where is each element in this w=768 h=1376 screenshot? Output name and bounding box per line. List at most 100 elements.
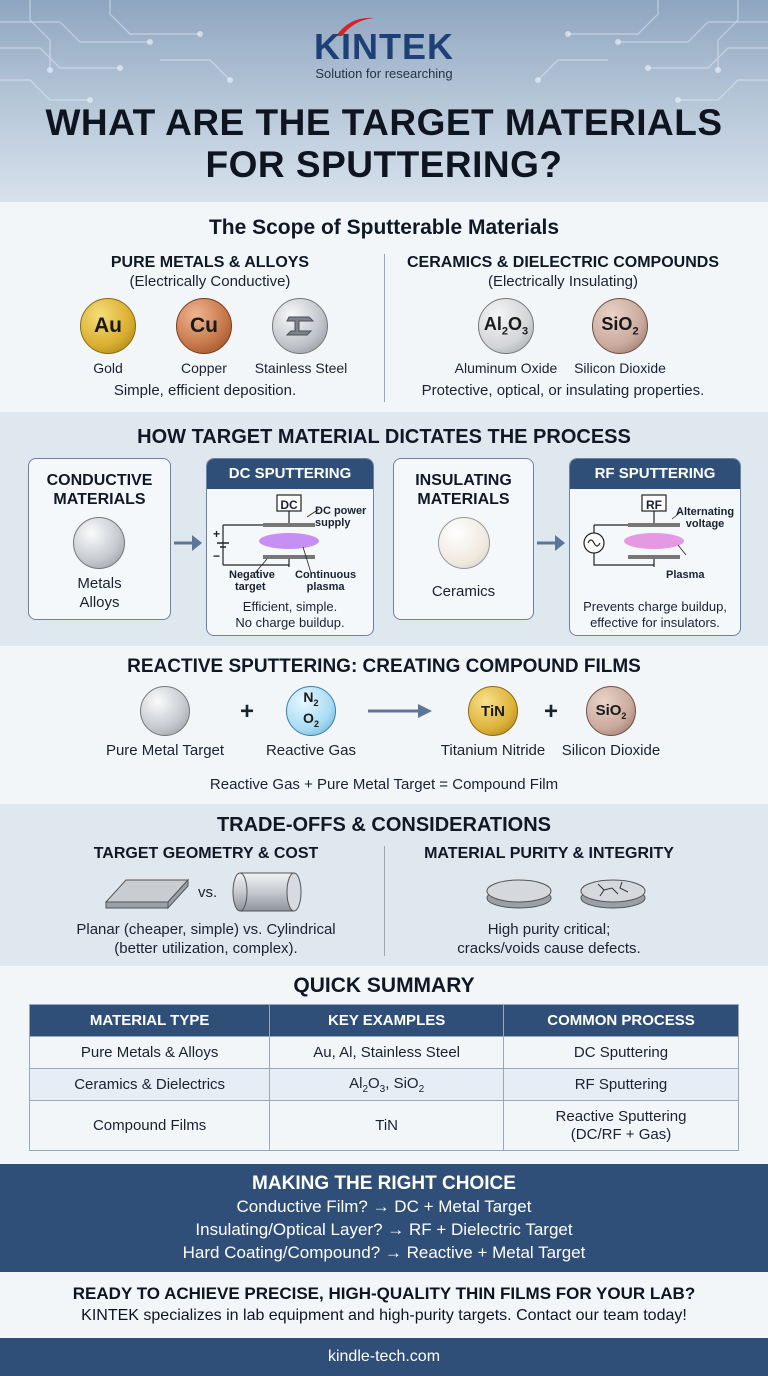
plus-sign: + — [543, 698, 558, 725]
silicon-dioxide-icon: SiO2 — [586, 686, 636, 736]
rf-sputtering-diagram — [583, 494, 687, 567]
table-cell: DC Sputtering — [503, 1036, 739, 1069]
titanium-nitride-label: Titanium Nitride — [440, 742, 546, 759]
page-title-line2: FOR SPUTTERING? — [205, 144, 563, 185]
silicon-dioxide-label: Silicon Dioxide — [561, 742, 661, 759]
scope-section: The Scope of Sputterable Materials PURE … — [0, 202, 768, 412]
table-cell: Pure Metals & Alloys — [28, 1036, 271, 1069]
silicon-dioxide-icon: SiO2 — [592, 298, 648, 354]
geometry-note: Planar (cheaper, simple) vs. Cylindrical… — [76, 921, 336, 957]
pure-disc-target-icon — [486, 879, 552, 909]
dc-sputtering-diagram — [217, 494, 320, 574]
reactive-title: REACTIVE SPUTTERING: CREATING COMPOUND F… — [127, 656, 641, 677]
dc-sputtering-heading: DC SPUTTERING — [207, 459, 373, 489]
arrow-right-icon — [537, 535, 565, 551]
table-cell: RF Sputtering — [503, 1068, 739, 1101]
page-title: WHAT ARE THE TARGET MATERIALS FOR SPUTTE… — [0, 102, 768, 186]
table-row: Compound Films TiN Reactive Sputtering(D… — [28, 1100, 739, 1151]
header-banner: KINTEK Solution for researching WHAT ARE… — [0, 0, 768, 202]
ceramics-subheading: (Electrically Insulating) — [487, 273, 639, 290]
planar-target-icon — [104, 878, 190, 910]
stainless-steel-label: Stainless Steel — [254, 360, 348, 376]
sio2-formula: SiO2 — [601, 314, 639, 338]
tradeoffs-divider — [384, 846, 385, 956]
summary-section: QUICK SUMMARY MATERIAL TYPE KEY EXAMPLES… — [0, 966, 768, 1164]
website-link[interactable]: kindle-tech.com — [327, 1348, 441, 1365]
cracked-disc-target-icon — [580, 879, 646, 909]
rf-note: Prevents charge buildup,effective for in… — [583, 599, 727, 630]
table-cell: TiN — [269, 1100, 504, 1151]
purity-note: High purity critical;cracks/voids cause … — [457, 921, 641, 957]
ceramic-target-icon — [438, 517, 490, 569]
kintek-logo: KINTEK Solution for researching — [0, 26, 768, 81]
al2o3-formula: Al2O3 — [483, 314, 529, 338]
dc-note: Efficient, simple.No charge buildup. — [235, 599, 345, 630]
cylindrical-target-icon — [232, 872, 302, 912]
gold-icon: Au — [80, 298, 136, 354]
purity-heading: MATERIAL PURITY & INTEGRITY — [424, 845, 674, 862]
logo-swoosh-icon — [336, 17, 374, 36]
metals-heading: PURE METALS & ALLOYS — [110, 254, 310, 271]
logo-tagline: Solution for researching — [315, 66, 453, 81]
choice-line: Hard Coating/Compound? → Reactive + Meta… — [182, 1243, 586, 1262]
column-header: KEY EXAMPLES — [269, 1004, 504, 1037]
choice-section: MAKING THE RIGHT CHOICE Conductive Film?… — [0, 1164, 768, 1272]
tradeoffs-title: TRADE-OFFS & CONSIDERATIONS — [216, 814, 552, 836]
arrow-right-icon — [368, 704, 432, 718]
copper-symbol: Cu — [190, 314, 218, 337]
tradeoffs-section: TRADE-OFFS & CONSIDERATIONS TARGET GEOME… — [0, 804, 768, 966]
table-header-row: MATERIAL TYPE KEY EXAMPLES COMMON PROCES… — [28, 1004, 739, 1037]
ceramics-note: Protective, optical, or insulating prope… — [421, 382, 705, 399]
pure-metal-target-label: Pure Metal Target — [105, 742, 225, 759]
table-cell: Reactive Sputtering(DC/RF + Gas) — [503, 1100, 739, 1151]
reactive-equation: Reactive Gas + Pure Metal Target = Compo… — [209, 776, 559, 793]
reactive-gas-label: Reactive Gas — [265, 742, 357, 759]
cta-title: READY TO ACHIEVE PRECISE, HIGH-QUALITY T… — [72, 1284, 696, 1303]
table-cell: Al2O3, SiO2 — [269, 1068, 504, 1101]
page-title-line1: WHAT ARE THE TARGET MATERIALS — [45, 102, 723, 143]
logo-name: KINTEK — [314, 26, 454, 67]
process-section: HOW TARGET MATERIAL DICTATES THE PROCESS… — [0, 412, 768, 646]
pure-metal-target-icon — [140, 686, 190, 736]
footer: kindle-tech.com — [0, 1338, 768, 1376]
copper-label: Copper — [181, 360, 227, 376]
metals-subheading: (Electrically Conductive) — [129, 273, 291, 290]
dc-plus-sign: + — [213, 527, 221, 541]
choice-title: MAKING THE RIGHT CHOICE — [252, 1173, 516, 1194]
gold-symbol: Au — [94, 314, 122, 337]
titanium-nitride-icon: TiN — [468, 686, 518, 736]
cta-text: KINTEK specializes in lab equipment and … — [81, 1307, 687, 1324]
geometry-heading: TARGET GEOMETRY & COST — [93, 845, 319, 862]
summary-table: MATERIAL TYPE KEY EXAMPLES COMMON PROCES… — [28, 1004, 739, 1151]
metals-note: Simple, efficient deposition. — [113, 382, 297, 399]
table-row: Ceramics & Dielectrics Al2O3, SiO2 RF Sp… — [28, 1068, 739, 1101]
aluminum-oxide-icon: Al2O3 — [478, 298, 534, 354]
table-cell: Ceramics & Dielectrics — [28, 1068, 271, 1101]
scope-divider — [384, 254, 385, 402]
rf-sputtering-heading: RF SPUTTERING — [570, 459, 740, 489]
table-cell: Au, Al, Stainless Steel — [269, 1036, 504, 1069]
table-row: Pure Metals & Alloys Au, Al, Stainless S… — [28, 1036, 739, 1069]
table-cell: Compound Films — [28, 1100, 271, 1151]
column-header: MATERIAL TYPE — [28, 1004, 271, 1037]
column-header: COMMON PROCESS — [503, 1004, 739, 1037]
rf-source-label: RF — [646, 498, 662, 512]
plus-sign: + — [239, 698, 254, 725]
vs-text: vs. — [198, 884, 218, 901]
steel-beam-icon — [285, 316, 315, 336]
process-title: HOW TARGET MATERIAL DICTATES THE PROCESS — [137, 426, 631, 448]
stainless-steel-icon — [272, 298, 328, 354]
copper-icon: Cu — [176, 298, 232, 354]
scope-title: The Scope of Sputterable Materials — [208, 216, 560, 239]
insulating-label: Ceramics — [431, 583, 496, 600]
reactive-gas-icon: N2 O2 — [286, 686, 336, 736]
dc-minus-sign: − — [213, 549, 221, 563]
